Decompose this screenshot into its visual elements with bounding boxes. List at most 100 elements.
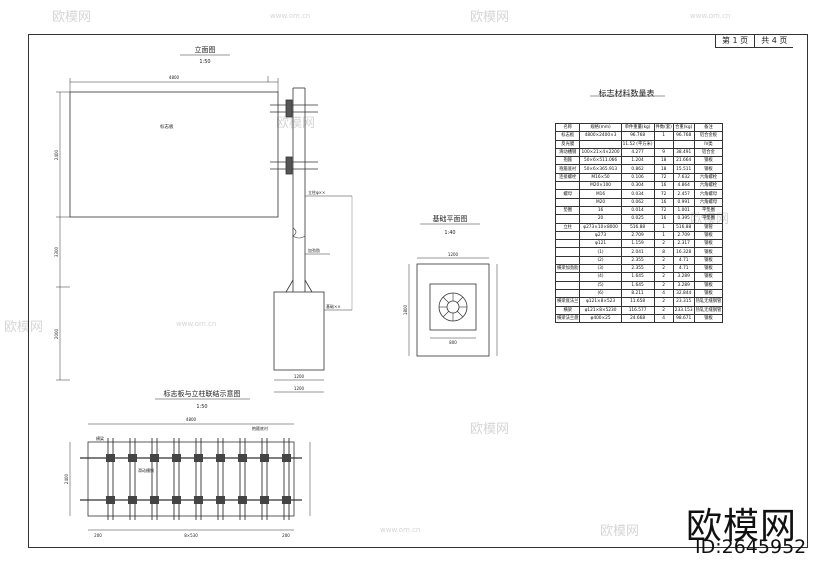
table-cell <box>672 139 695 149</box>
table-cell <box>554 181 581 191</box>
table-cell: 15.511 <box>672 164 695 174</box>
table-cell: 滑动槽钢 <box>554 147 581 158</box>
table-cell <box>554 214 581 224</box>
table-cell <box>554 272 581 282</box>
table-cell: 16 <box>579 205 622 216</box>
table-cell: 38.491 <box>672 147 695 158</box>
watermark-site: www.om.cn <box>270 12 311 20</box>
table-cell: (5) <box>579 280 622 290</box>
connection-board <box>87 441 295 517</box>
table-cell: φ400×25 <box>579 313 622 324</box>
table-cell: 11.52 (平方米) <box>620 139 655 149</box>
table-cell: 钢板 <box>693 272 724 282</box>
brand-logo-text: 欧模网 <box>686 506 798 547</box>
table-cell: 7.632 <box>672 172 695 183</box>
table-cell: 2 <box>653 272 674 282</box>
table-cell: 标志板 <box>554 131 581 141</box>
table-cell: 23.315 <box>672 297 695 307</box>
bracket-label: 滑动槽钢 <box>138 467 154 473</box>
table-cell: 100×21×4×2200 <box>579 147 622 158</box>
table-header-row: 名称规格(mm)单件重量(kg)件数(套)合重(kg)备注 <box>554 122 724 133</box>
table-cell: 2.709 <box>672 230 695 241</box>
page-indicator: 第 1 页 共 4 页 <box>715 34 794 48</box>
table-cell: 4.277 <box>620 147 655 158</box>
table-cell: 1.204 <box>620 156 655 166</box>
table-cell: 钢板 <box>693 156 724 166</box>
table-cell: 2 <box>653 239 674 249</box>
table-cell: 1 <box>653 222 674 232</box>
table-cell: 96.768 <box>672 131 695 141</box>
foundation-block <box>273 291 325 371</box>
table-cell: 3.289 <box>672 272 695 282</box>
table-cell: 六角螺母 <box>693 189 724 199</box>
table-cell: 立柱 <box>554 222 581 232</box>
table-cell: 六角螺母 <box>693 197 724 207</box>
table-header-cell: 单件重量(kg) <box>620 122 655 133</box>
table-cell <box>554 288 581 299</box>
table-cell: IV类 <box>693 139 724 149</box>
connection-scale: 1:50 <box>196 404 207 410</box>
table-cell: 横梁法兰盘 <box>554 313 581 324</box>
table-cell: φ121×8×5230 <box>579 305 622 315</box>
table-cell: 21.664 <box>672 156 695 166</box>
drawing-border <box>28 34 808 548</box>
table-cell <box>554 197 581 207</box>
table-cell: 3.289 <box>672 280 695 290</box>
watermark-site: www.om.cn <box>380 526 421 534</box>
watermark-logo: 欧模网 <box>52 10 92 25</box>
page-number: 第 1 页 <box>715 34 755 48</box>
dim-base-bottom: 1200 <box>294 386 305 391</box>
dim-column-height: 3300 <box>54 246 59 257</box>
table-cell: 2 <box>653 280 674 290</box>
dim-plan-outer: 1200 <box>448 252 459 257</box>
table-cell: 铝合金 <box>693 147 724 158</box>
table-cell: 16.328 <box>672 247 695 257</box>
table-cell: 0.062 <box>620 197 655 207</box>
table-cell: 钢板 <box>693 313 724 324</box>
table-cell: (2) <box>579 255 622 266</box>
table-cell: 0.991 <box>672 197 695 207</box>
table-cell: M20 <box>579 197 622 207</box>
watermark-logo: 欧模网 <box>470 10 510 25</box>
table-cell: 4.71 <box>672 255 695 266</box>
table-cell: 2.317 <box>672 239 695 249</box>
table-cell: 钢板 <box>693 230 724 241</box>
table-cell: 平垫圈 <box>693 205 724 216</box>
table-cell: 0.304 <box>620 181 655 191</box>
table-cell: 18 <box>653 164 674 174</box>
watermark-site: www.om.cn <box>690 12 731 20</box>
table-cell: 4 <box>653 288 674 299</box>
table-cell: (4) <box>579 272 622 282</box>
foundation-title: 基础平面图 <box>433 214 468 223</box>
table-cell: 16 <box>653 197 674 207</box>
dim-conn-left: 200 <box>94 533 102 538</box>
watermark-logo: 欧模网 <box>470 422 510 437</box>
table-cell: 抱箍底衬 <box>554 164 581 174</box>
table-cell: 20 <box>579 214 622 224</box>
table-cell: 9 <box>653 147 674 158</box>
table-cell: 1 <box>653 131 674 141</box>
dim-board-height: 2400 <box>54 149 59 160</box>
table-cell: 1.645 <box>620 280 655 290</box>
table-cell: 2.041 <box>620 247 655 257</box>
dim-conn-mid: 8×530 <box>184 533 198 538</box>
table-cell: 反光膜 <box>554 139 581 149</box>
table-cell <box>554 247 581 257</box>
table-cell: 2 <box>653 264 674 274</box>
dim-plan-inner: 800 <box>449 340 457 345</box>
table-cell: 钢管 <box>693 222 724 232</box>
table-cell: 2 <box>653 255 674 266</box>
table-cell: 横梁底法兰 <box>554 297 581 307</box>
material-table-title: 标志材料数量表 <box>598 89 655 98</box>
